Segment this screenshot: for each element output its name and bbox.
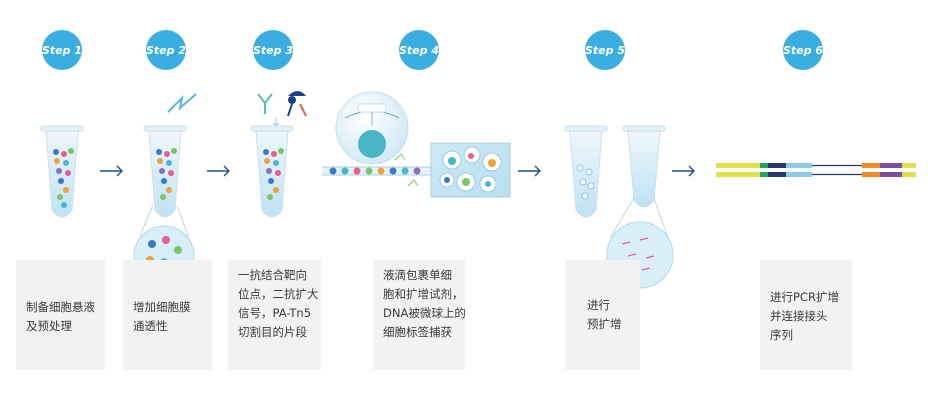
step-4-text: 胞和扩增试剂， — [383, 287, 464, 301]
lightning-icon — [167, 93, 197, 113]
step-2-text: 通透性 — [133, 319, 168, 333]
step-3-card: 一抗结合靶向 位点，二抗扩大 信号，PA-Tn5 切割目的片段 — [228, 260, 321, 370]
tube-icon — [40, 125, 84, 218]
step-1-text: 制备细胞悬液 — [26, 300, 95, 314]
step-5-text: 预扩增 — [587, 317, 622, 331]
step-3-text: 位点，二抗扩大 — [238, 287, 319, 301]
step-6-badge: Step 6 — [783, 30, 823, 70]
antibody-icon — [257, 93, 273, 114]
droplet-icon — [335, 91, 409, 165]
step-4-card: 液滴包裹单细 胞和扩增试剂， DNA被微球上的 细胞标签捕获 — [373, 260, 466, 370]
step-2-badge: Step 2 — [146, 30, 186, 70]
step-6-text: 进行PCR扩增 — [770, 290, 839, 304]
step-6-text: 序列 — [770, 328, 793, 342]
step-5-badge: Step 5 — [585, 30, 625, 70]
arrow-right-icon — [100, 165, 695, 177]
step-4-text: 细胞标签捕获 — [383, 325, 452, 339]
droplet-box — [430, 142, 511, 198]
step-6-text: 并连接接头 — [770, 309, 828, 323]
step-2-card: 增加细胞膜 通透性 — [123, 260, 212, 370]
tube-icon — [143, 125, 187, 218]
step-1-text: 及预处理 — [26, 319, 72, 333]
tube-icon — [622, 125, 666, 208]
step-5-text: 进行 — [587, 298, 610, 312]
step-3-text: 切割目的片段 — [238, 325, 307, 339]
step-4-text: 液滴包裹单细 — [383, 268, 452, 282]
step-6-card: 进行PCR扩增 并连接接头 序列 — [760, 260, 852, 370]
step-3-badge: Step 3 — [253, 30, 293, 70]
step-1-card: 制备细胞悬液 及预处理 — [16, 260, 105, 370]
step-4-badge: Step 4 — [399, 30, 439, 70]
step-4-text: DNA被微球上的 — [383, 306, 466, 320]
step-5-card: 进行 预扩增 — [565, 260, 640, 370]
step-1-badge: Step 1 — [42, 30, 82, 70]
tube-icon — [564, 125, 608, 218]
library-schematic-icon — [716, 163, 916, 177]
step-3-text: 信号，PA-Tn5 — [238, 306, 312, 320]
step-2-text: 增加细胞膜 — [133, 300, 191, 314]
channel — [322, 153, 432, 187]
antibody-icon — [287, 91, 307, 117]
step-3-text: 一抗结合靶向 — [238, 268, 307, 282]
tube-icon — [250, 125, 294, 218]
